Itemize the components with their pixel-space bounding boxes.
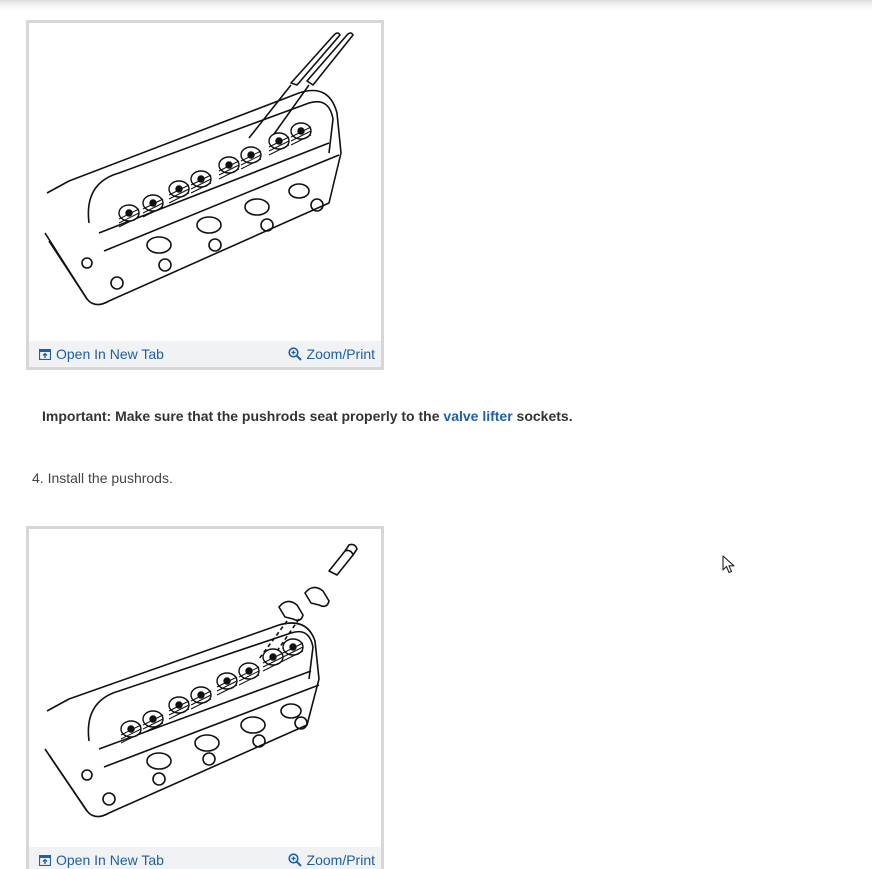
valve-lifter-link[interactable]: valve lifter xyxy=(443,408,513,424)
open-in-new-tab-link[interactable]: Open In New Tab xyxy=(38,346,164,362)
zoom-in-icon xyxy=(287,347,302,361)
engine-illustration-pushrods[interactable] xyxy=(29,23,381,341)
zoom-print-link[interactable]: Zoom/Print xyxy=(287,346,375,362)
figure-pushrods: Open In New Tab Zoom/Print xyxy=(26,20,384,370)
figure-rocker-arms: Open In New Tab Zoom/Print xyxy=(26,526,384,869)
figure-caption-bar: Open In New Tab Zoom/Print xyxy=(29,341,381,367)
engine-illustration-rocker-arms[interactable] xyxy=(29,529,381,847)
important-note-suffix: sockets. xyxy=(512,408,573,424)
zoom-print-link[interactable]: Zoom/Print xyxy=(287,852,375,868)
cylinder-head-drawing xyxy=(44,32,354,306)
figure-caption-bar: Open In New Tab Zoom/Print xyxy=(29,847,381,869)
open-in-new-tab-label: Open In New Tab xyxy=(56,346,164,362)
step-4-install-pushrods: 4. Install the pushrods. xyxy=(32,470,173,486)
zoom-in-icon xyxy=(287,853,302,867)
cylinder-head-drawing xyxy=(44,543,358,818)
zoom-print-label: Zoom/Print xyxy=(306,346,375,362)
open-in-new-tab-link[interactable]: Open In New Tab xyxy=(38,852,164,868)
header-shadow xyxy=(0,0,872,10)
open-in-new-tab-label: Open In New Tab xyxy=(56,852,164,868)
zoom-print-label: Zoom/Print xyxy=(306,852,375,868)
important-note: Important: Make sure that the pushrods s… xyxy=(42,408,573,424)
open-in-new-tab-icon xyxy=(38,854,52,866)
open-in-new-tab-icon xyxy=(38,348,52,360)
mouse-cursor-icon xyxy=(722,555,736,575)
important-note-text: Important: Make sure that the pushrods s… xyxy=(42,408,444,424)
